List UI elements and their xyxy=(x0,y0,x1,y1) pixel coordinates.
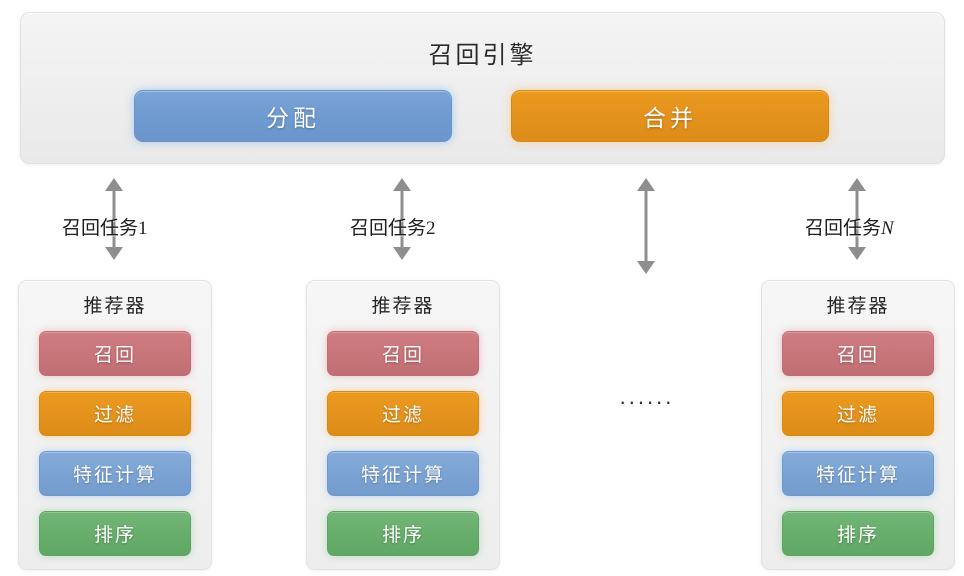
connector-label-2: 召回任务2 xyxy=(350,213,436,240)
arrow-head-down-icon xyxy=(637,261,655,274)
stage-feature-compute[interactable]: 特征计算 xyxy=(782,451,934,496)
arrow-shaft xyxy=(400,184,404,254)
stage-filter[interactable]: 过滤 xyxy=(39,391,191,436)
recommender-card-1[interactable]: 推荐器 召回 过滤 特征计算 排序 xyxy=(18,280,212,570)
recommender-card-3[interactable]: 推荐器 召回 过滤 特征计算 排序 xyxy=(761,280,955,570)
stage-filter[interactable]: 过滤 xyxy=(782,391,934,436)
recall-engine-title: 召回引擎 xyxy=(428,43,537,69)
connector-arrow-2 xyxy=(392,178,412,260)
stage-recall[interactable]: 召回 xyxy=(327,331,479,376)
recall-engine-panel: 召回引擎 分配 合并 xyxy=(20,12,945,164)
stage-feature-compute[interactable]: 特征计算 xyxy=(327,451,479,496)
stage-filter[interactable]: 过滤 xyxy=(327,391,479,436)
connector-label-4-index: N xyxy=(881,218,894,239)
stage-recall[interactable]: 召回 xyxy=(782,331,934,376)
arrow-head-down-icon xyxy=(848,247,866,260)
stage-ranking[interactable]: 排序 xyxy=(782,511,934,556)
assign-button[interactable]: 分配 xyxy=(134,90,452,142)
connector-label-1-text: 召回任务 xyxy=(62,218,139,239)
stage-ranking[interactable]: 排序 xyxy=(327,511,479,556)
stage-feature-compute[interactable]: 特征计算 xyxy=(39,451,191,496)
arrow-head-down-icon xyxy=(393,247,411,260)
arrow-head-down-icon xyxy=(105,247,123,260)
connector-label-4: 召回任务N xyxy=(805,213,894,240)
connector-label-4-text: 召回任务 xyxy=(805,218,882,239)
recommender-title: 推荐器 xyxy=(371,296,435,317)
recommender-title: 推荐器 xyxy=(83,296,147,317)
arrow-shaft xyxy=(644,184,648,268)
connector-arrow-1 xyxy=(104,178,124,260)
connector-label-2-text: 召回任务 xyxy=(350,218,427,239)
ellipsis-separator: ...... xyxy=(619,384,675,409)
stage-ranking[interactable]: 排序 xyxy=(39,511,191,556)
connector-arrow-4 xyxy=(847,178,867,260)
stage-recall[interactable]: 召回 xyxy=(39,331,191,376)
connector-arrow-3 xyxy=(636,178,656,274)
connector-label-2-index: 2 xyxy=(426,218,436,239)
connector-label-1-index: 1 xyxy=(138,218,148,239)
arrow-shaft xyxy=(112,184,116,254)
merge-button[interactable]: 合并 xyxy=(511,90,829,142)
recommender-title: 推荐器 xyxy=(826,296,890,317)
recommender-card-2[interactable]: 推荐器 召回 过滤 特征计算 排序 xyxy=(306,280,500,570)
connector-label-1: 召回任务1 xyxy=(62,213,148,240)
arrow-shaft xyxy=(855,184,859,254)
